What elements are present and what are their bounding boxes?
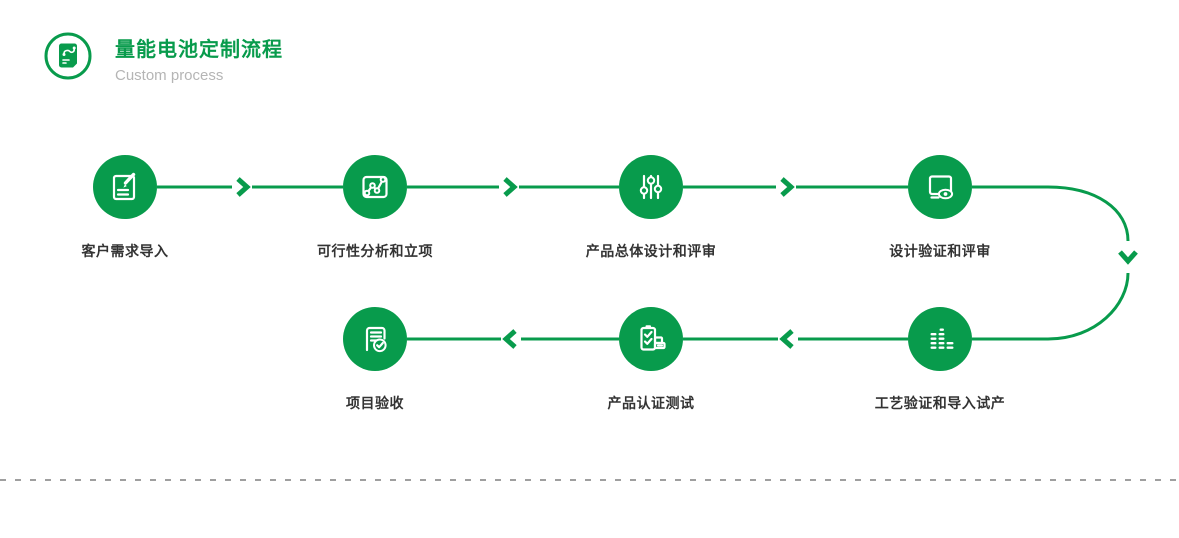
flow-step-process-verification — [908, 307, 972, 371]
flow-step-design-verification — [908, 155, 972, 219]
flow-step-feasibility-analysis — [343, 155, 407, 219]
edit-document-icon — [93, 155, 157, 219]
dotted-divider — [0, 479, 1179, 481]
page-subtitle: Custom process — [115, 67, 224, 84]
flow-step-certification-testing — [619, 307, 683, 371]
process-document-icon — [43, 31, 93, 81]
monitor-review-icon — [908, 155, 972, 219]
arrow-right-icon — [503, 177, 518, 197]
arrow-left-icon — [779, 329, 794, 349]
document-check-icon — [343, 307, 407, 371]
flow-step-label: 工艺验证和导入试产 — [874, 395, 1006, 411]
flow-step-label: 设计验证和评审 — [889, 243, 991, 259]
page-title: 量能电池定制流程 — [115, 39, 283, 61]
arrow-right-icon — [780, 177, 795, 197]
arrow-left-icon — [502, 329, 517, 349]
line-chart-icon — [343, 155, 407, 219]
flow-step-label: 产品认证测试 — [607, 395, 695, 411]
section-header: 量能电池定制流程 Custom process — [43, 31, 283, 84]
flow-step-label: 产品总体设计和评审 — [585, 243, 717, 259]
flow-step-label: 客户需求导入 — [81, 243, 169, 259]
arrow-down-icon — [1118, 250, 1138, 265]
flow-step-customer-requirements — [93, 155, 157, 219]
flow-step-label: 可行性分析和立项 — [317, 243, 433, 259]
flow-step-label: 项目验收 — [346, 395, 404, 411]
flow-step-project-acceptance — [343, 307, 407, 371]
arrow-right-icon — [236, 177, 251, 197]
sliders-icon — [619, 155, 683, 219]
equalizer-icon — [908, 307, 972, 371]
certification-truck-icon — [619, 307, 683, 371]
flow-step-overall-design — [619, 155, 683, 219]
